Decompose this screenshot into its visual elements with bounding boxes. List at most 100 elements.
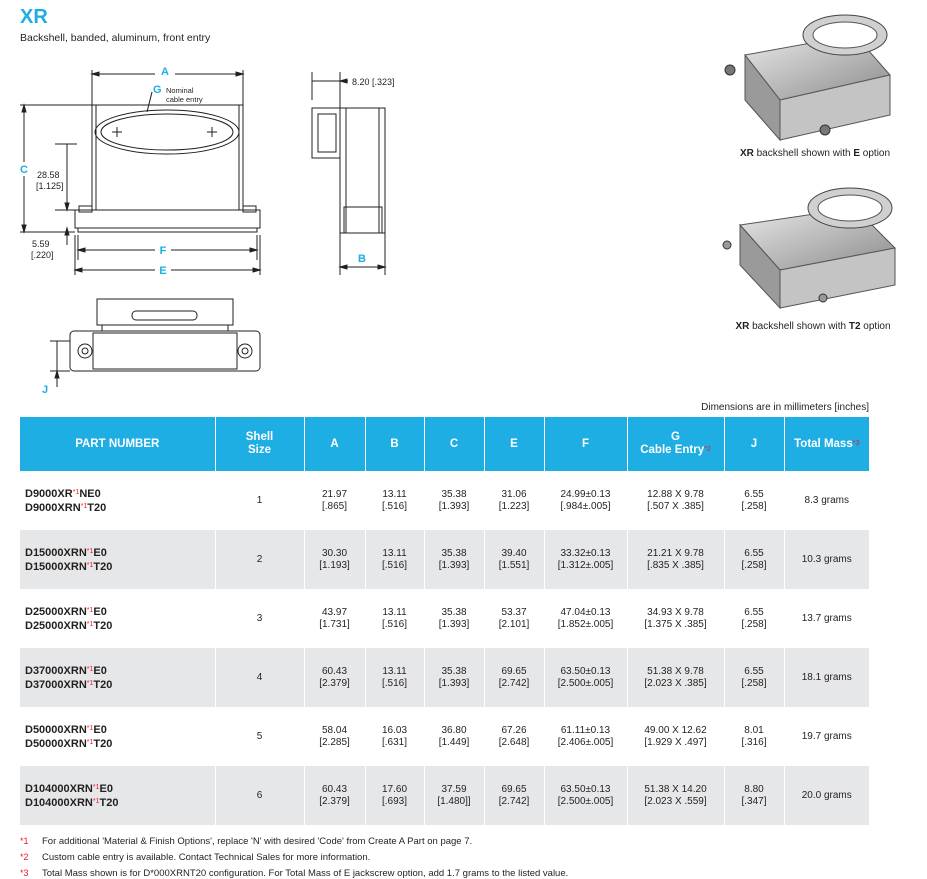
dim-f-cell: 61.11±0.13[2.406±.005] bbox=[544, 707, 628, 766]
dim-f-cell: 33.32±0.13[1.312±.005] bbox=[544, 530, 628, 589]
dim-g-cell: 12.88 X 9.78[.507 X .385] bbox=[627, 471, 725, 530]
header-a: A bbox=[304, 417, 366, 471]
nominal-label: Nominal bbox=[166, 86, 194, 95]
caption-t2-option: XR backshell shown with T2 option bbox=[735, 321, 891, 332]
header-b: B bbox=[365, 417, 425, 471]
cable-entry-label: cable entry bbox=[166, 95, 203, 104]
product-photo-e-option bbox=[724, 14, 891, 142]
shell-size-cell: 3 bbox=[215, 589, 305, 648]
dim-b-cell: 13.11[.516] bbox=[365, 471, 425, 530]
dim-a-cell: 21.97[.865] bbox=[304, 471, 366, 530]
total-mass-cell: 20.0 grams bbox=[784, 766, 869, 825]
label-j: J bbox=[42, 384, 48, 396]
dim-b-cell: 17.60[.693] bbox=[365, 766, 425, 825]
header-e: E bbox=[484, 417, 545, 471]
dim-a-cell: 30.30[1.193] bbox=[304, 530, 366, 589]
header-part-number: PART NUMBER bbox=[20, 417, 216, 471]
dim-f-cell: 47.04±0.13[1.852±.005] bbox=[544, 589, 628, 648]
caption-e-option: XR backshell shown with E option bbox=[739, 148, 891, 159]
dim-e-cell: 69.65[2.742] bbox=[484, 648, 545, 707]
dim-a-cell: 43.97[1.731] bbox=[304, 589, 366, 648]
header-f: F bbox=[544, 417, 628, 471]
shell-size-cell: 1 bbox=[215, 471, 305, 530]
shell-size-cell: 5 bbox=[215, 707, 305, 766]
dim-a-cell: 60.43[2.379] bbox=[304, 766, 366, 825]
front-view-drawing: A G Nominal cable entry C 28.58 [1.125] … bbox=[17, 63, 262, 277]
dim-c-cell: 37.59[1.480]] bbox=[424, 766, 485, 825]
product-photo-t2-option bbox=[722, 187, 897, 310]
total-mass-cell: 10.3 grams bbox=[784, 530, 869, 589]
dim-e-cell: 69.65[2.742] bbox=[484, 766, 545, 825]
dim-j-cell: 6.55[.258] bbox=[724, 530, 785, 589]
dim-f-cell: 63.50±0.13[2.500±.005] bbox=[544, 766, 628, 825]
bottom-view-drawing: J bbox=[42, 298, 261, 396]
page-subtitle: Backshell, banded, aluminum, front entry bbox=[20, 32, 211, 44]
dim-28-58-in: [1.125] bbox=[36, 181, 64, 191]
dim-e-cell: 67.26[2.648] bbox=[484, 707, 545, 766]
label-f: F bbox=[160, 245, 167, 257]
dim-c-cell: 35.38[1.393] bbox=[424, 530, 485, 589]
dim-g-cell: 51.38 X 14.20[2.023 X .559] bbox=[627, 766, 725, 825]
total-mass-cell: 18.1 grams bbox=[784, 648, 869, 707]
label-g: G bbox=[153, 84, 162, 96]
dim-j-cell: 8.01[.316] bbox=[724, 707, 785, 766]
dim-8-20: 8.20 [.323] bbox=[352, 77, 395, 87]
dim-j-cell: 6.55[.258] bbox=[724, 471, 785, 530]
label-b: B bbox=[358, 253, 366, 265]
shell-size-cell: 6 bbox=[215, 766, 305, 825]
dim-j-cell: 8.80[.347] bbox=[724, 766, 785, 825]
page-title: XR bbox=[20, 6, 48, 28]
header-j: J bbox=[724, 417, 785, 471]
dim-a-cell: 58.04[2.285] bbox=[304, 707, 366, 766]
dim-b-cell: 13.11[.516] bbox=[365, 589, 425, 648]
label-a: A bbox=[161, 66, 169, 78]
total-mass-cell: 8.3 grams bbox=[804, 494, 849, 506]
dim-c-cell: 35.38[1.393] bbox=[424, 648, 485, 707]
dim-g-cell: 21.21 X 9.78[.835 X .385] bbox=[627, 530, 725, 589]
label-e: E bbox=[159, 265, 166, 277]
dim-g-cell: 49.00 X 12.62[1.929 X .497] bbox=[627, 707, 725, 766]
dim-j-cell: 6.55[.258] bbox=[724, 589, 785, 648]
dim-28-58: 28.58 bbox=[37, 170, 60, 180]
dim-g-cell: 51.38 X 9.78[2.023 X .385] bbox=[627, 648, 725, 707]
dim-j-cell: 6.55[.258] bbox=[724, 648, 785, 707]
dim-c-cell: 35.38[1.393] bbox=[424, 589, 485, 648]
dim-f-cell: 24.99±0.13[.984±.005] bbox=[544, 471, 628, 530]
units-note: Dimensions are in millimeters [inches] bbox=[701, 402, 869, 413]
dim-5-59: 5.59 bbox=[32, 239, 50, 249]
dim-b-cell: 13.11[.516] bbox=[365, 648, 425, 707]
header-total-mass: Total Mass*3 bbox=[784, 417, 869, 471]
dim-c-cell: 36.80[1.449] bbox=[424, 707, 485, 766]
label-c: C bbox=[20, 164, 28, 176]
side-view-drawing: 8.20 [.323] B bbox=[311, 72, 395, 275]
dim-g-cell: 34.93 X 9.78[1.375 X .385] bbox=[627, 589, 725, 648]
dim-5-59-in: [.220] bbox=[31, 250, 54, 260]
dim-f-cell: 63.50±0.13[2.500±.005] bbox=[544, 648, 628, 707]
header-c: C bbox=[424, 417, 485, 471]
total-mass-cell: 13.7 grams bbox=[801, 612, 852, 624]
total-mass-cell: 19.7 grams bbox=[801, 730, 852, 742]
dim-e-cell: 53.37[2.101] bbox=[484, 589, 545, 648]
shell-size-cell: 2 bbox=[215, 530, 305, 589]
dim-b-cell: 13.11[.516] bbox=[365, 530, 425, 589]
shell-size-cell: 4 bbox=[215, 648, 305, 707]
dim-e-cell: 31.06[1.223] bbox=[484, 471, 545, 530]
